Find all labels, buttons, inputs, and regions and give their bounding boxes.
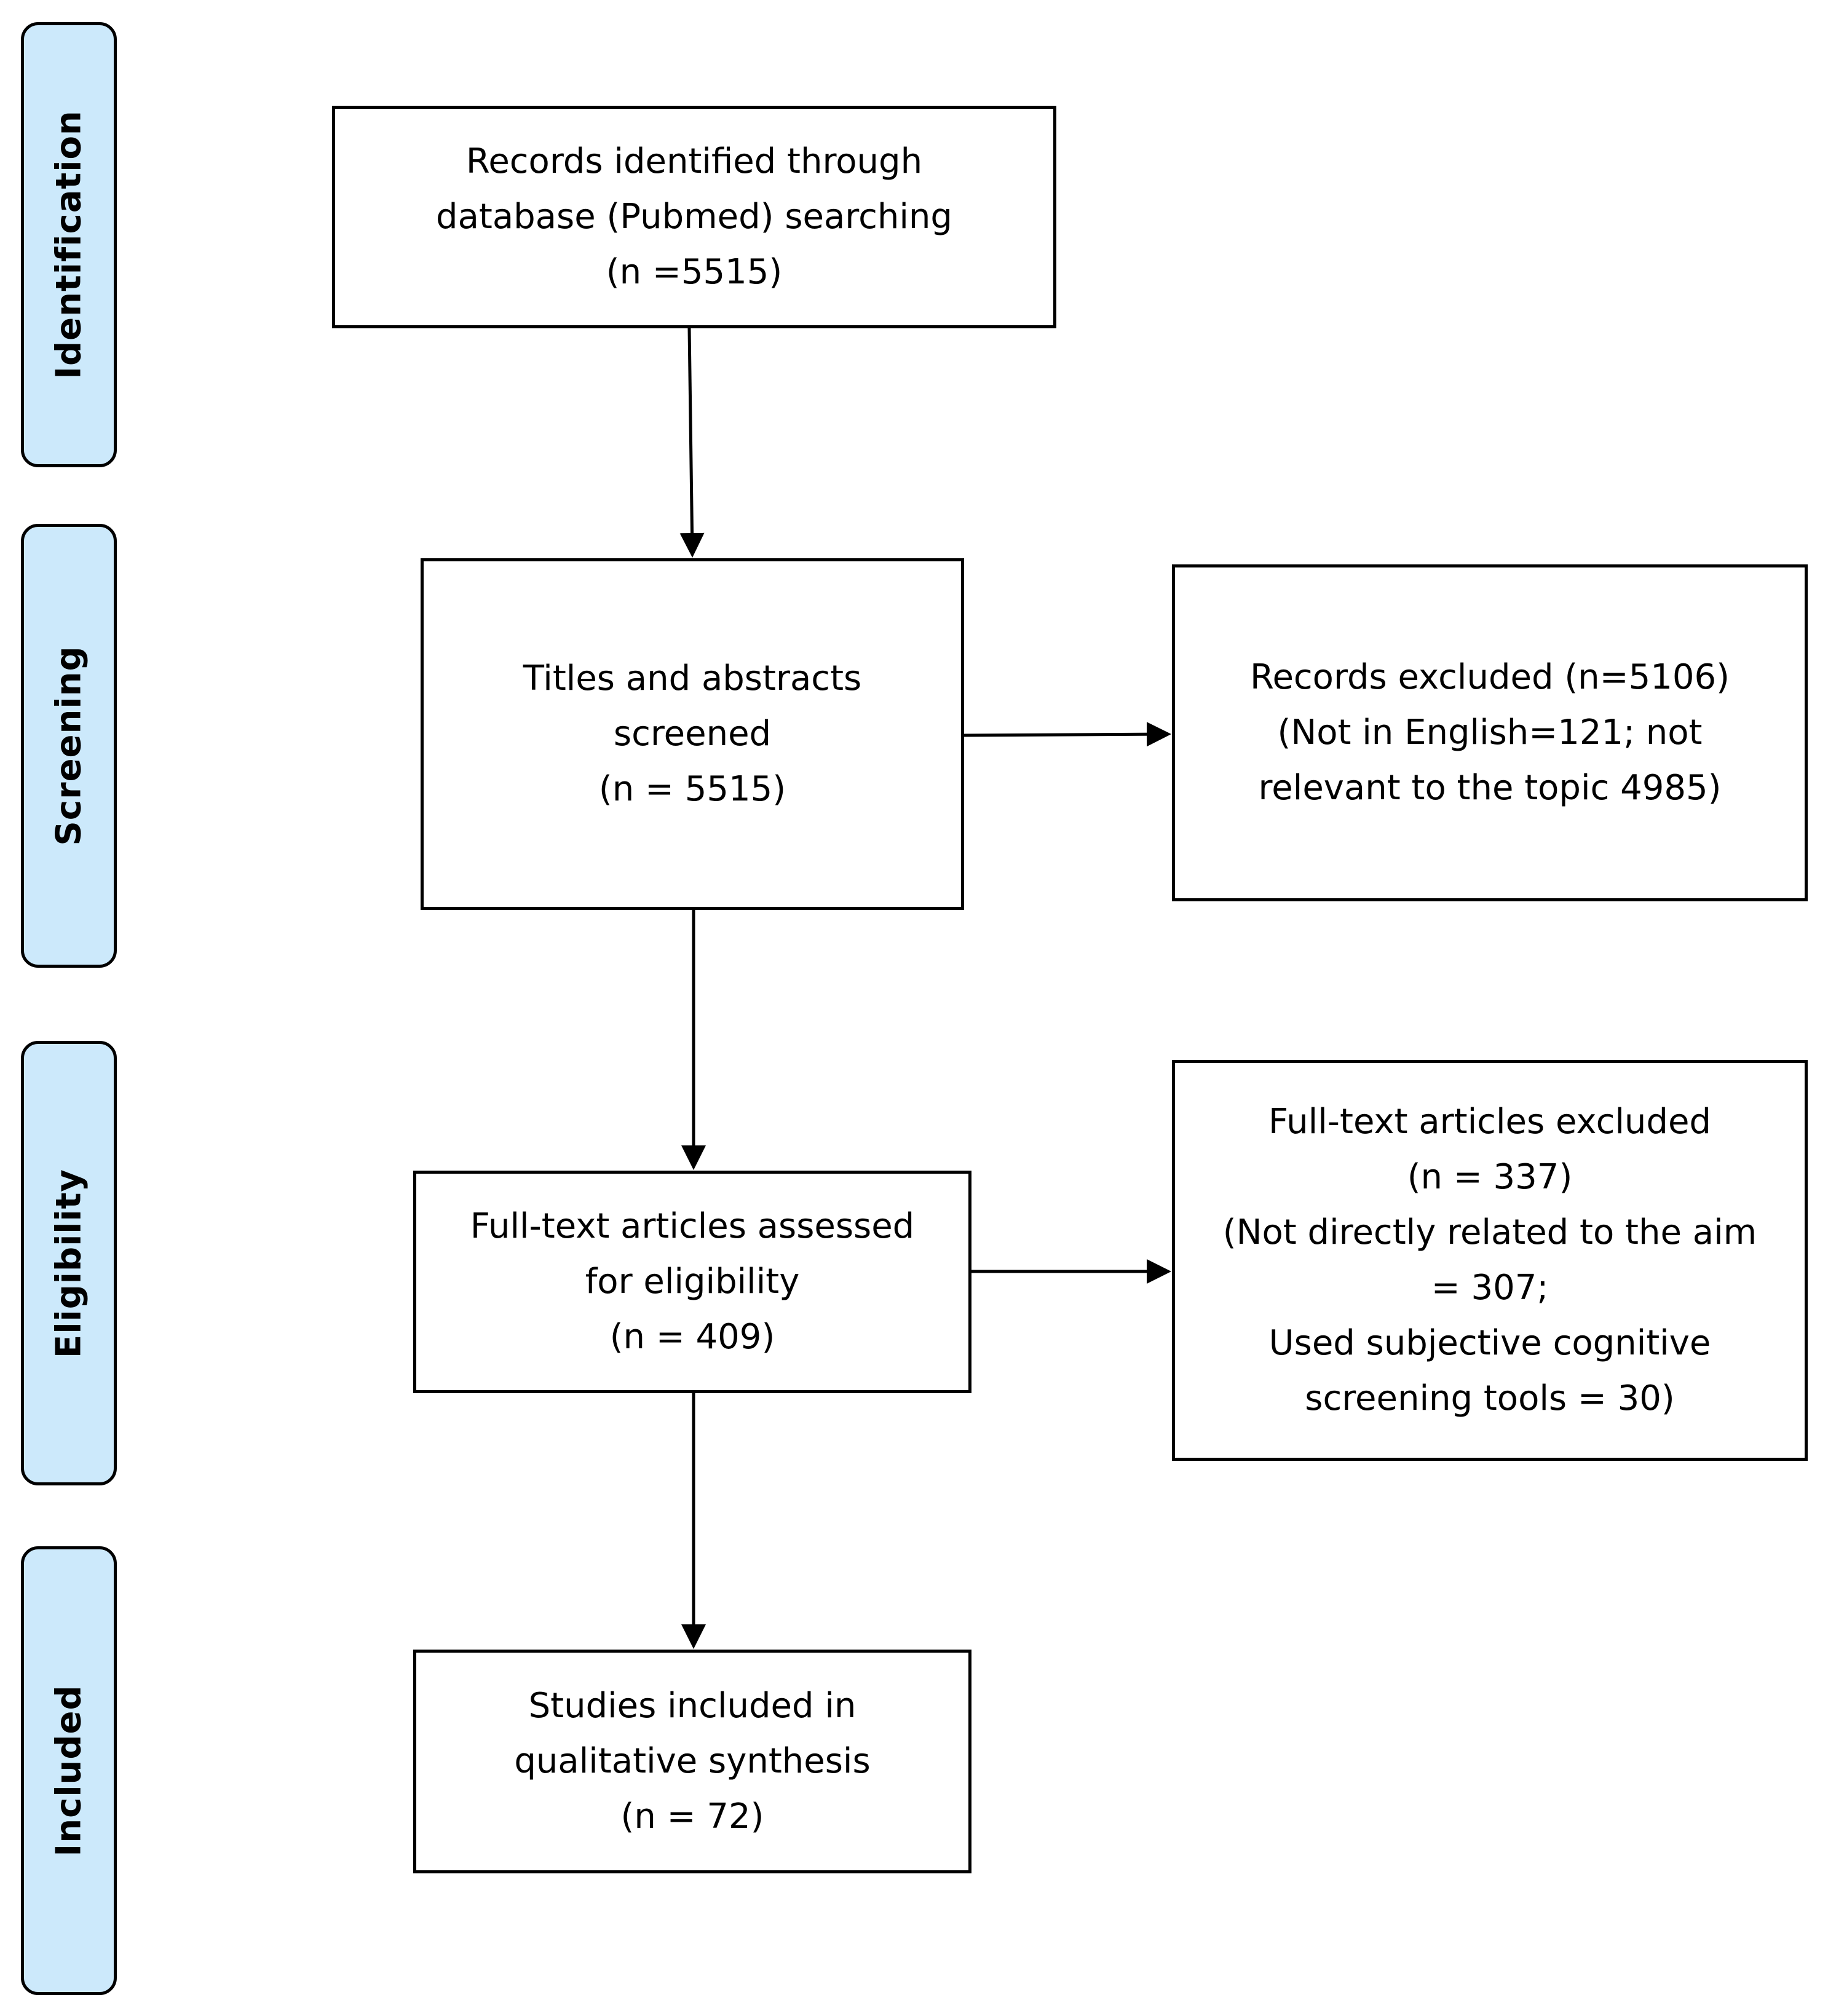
stage-included: Included bbox=[21, 1546, 117, 1995]
included-line2: qualitative synthesis bbox=[514, 1741, 871, 1781]
fulltext-excluded-box: Full-text articles excluded (n = 337) (N… bbox=[1172, 1060, 1808, 1461]
records-identified-box: Records identified through database (Pub… bbox=[332, 106, 1056, 328]
records-identified-line2: database (Pubmed) searching bbox=[436, 197, 952, 237]
arrow-identified-to-screened bbox=[679, 328, 705, 558]
included-line1: Studies included in bbox=[528, 1686, 857, 1726]
stage-eligibility: Eligibility bbox=[21, 1041, 117, 1485]
fulltext-excluded-line2: (n = 337) bbox=[1407, 1157, 1573, 1197]
studies-included-box: Studies included in qualitative synthesi… bbox=[413, 1650, 971, 1873]
arrow-screened-to-excluded bbox=[963, 722, 1171, 747]
included-count: (n = 72) bbox=[620, 1797, 764, 1836]
stage-identification: Identification bbox=[21, 22, 117, 467]
fulltext-excluded-line4: = 307; bbox=[1431, 1268, 1549, 1308]
screened-line1: Titles and abstracts bbox=[523, 658, 862, 698]
assessed-line1: Full-text articles assessed bbox=[470, 1206, 915, 1246]
fulltext-assessed-box: Full-text articles assessed for eligibil… bbox=[413, 1171, 971, 1393]
records-excluded-box: Records excluded (n=5106) (Not in Englis… bbox=[1172, 564, 1808, 901]
titles-abstracts-screened-box: Titles and abstracts screened (n = 5515) bbox=[421, 558, 964, 910]
screened-count: (n = 5515) bbox=[598, 769, 786, 809]
screened-line2: screened bbox=[613, 714, 772, 754]
records-excluded-line1: Records excluded (n=5106) bbox=[1250, 657, 1730, 697]
records-excluded-line2: (Not in English=121; not bbox=[1277, 713, 1703, 753]
records-identified-count: (n =5515) bbox=[606, 252, 783, 292]
records-identified-line1: Records identified through bbox=[465, 141, 923, 181]
assessed-line2: for eligibility bbox=[585, 1262, 800, 1302]
fulltext-excluded-line1: Full-text articles excluded bbox=[1268, 1102, 1711, 1142]
assessed-count: (n = 409) bbox=[609, 1317, 775, 1357]
records-excluded-line3: relevant to the topic 4985) bbox=[1258, 768, 1722, 808]
fulltext-excluded-line3: (Not directly related to the aim bbox=[1222, 1212, 1757, 1252]
stage-screening: Screening bbox=[21, 524, 117, 968]
fulltext-excluded-line6: screening tools = 30) bbox=[1305, 1378, 1675, 1418]
fulltext-excluded-line5: Used subjective cognitive bbox=[1268, 1323, 1711, 1363]
